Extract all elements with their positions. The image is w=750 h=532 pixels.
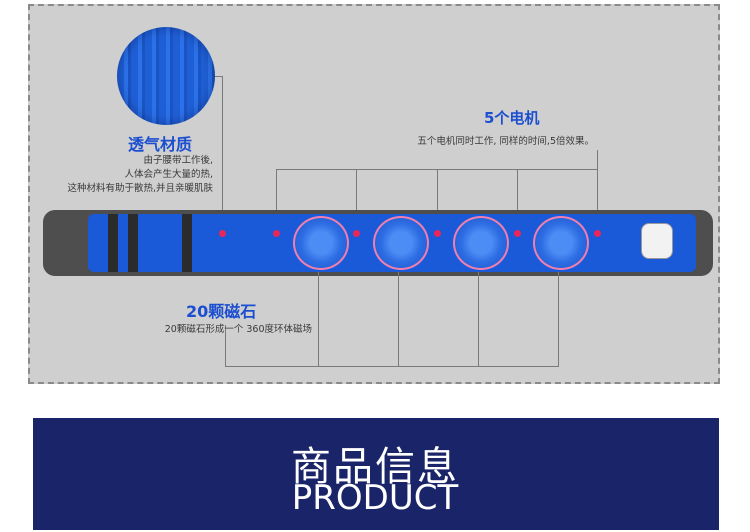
callout-line — [215, 76, 223, 77]
banner-title-en: PRODUCT — [291, 478, 459, 518]
motors-description: 五个电机同时工作, 同样的时间,5倍效果。 — [417, 136, 594, 147]
belt-strap — [182, 214, 192, 272]
motor-callout-line — [597, 150, 598, 217]
magnet-coil — [533, 216, 589, 270]
belt-control-unit — [641, 223, 673, 259]
motor-callout-line — [517, 169, 518, 217]
breathable-description: 由子腰带工作後, 人体会产生大量的热, 这种材料有助于散热,并且亲暖肌肤 — [30, 154, 213, 196]
breathable-title: 透气材质 — [128, 135, 193, 154]
magnet-callout-line — [318, 272, 319, 367]
magnet-callout-line — [225, 366, 559, 367]
motor-marker-dot — [594, 230, 601, 237]
belt-strap — [108, 214, 118, 272]
motors-title: 5个电机 — [484, 109, 540, 127]
magnet-callout-line — [558, 272, 559, 367]
motor-callout-line — [356, 169, 357, 217]
magnet-coil — [373, 216, 429, 270]
magnet-callout-line — [225, 325, 226, 367]
motor-marker-dot — [434, 230, 441, 237]
magnet-callout-line — [478, 272, 479, 367]
belt-strap — [128, 214, 138, 272]
magnets-description: 20颗磁石形成一个 360度环体磁场 — [164, 324, 312, 335]
breathable-line: 人体会产生大量的热, — [124, 169, 213, 180]
magnet-coil — [453, 216, 509, 270]
callout-line — [222, 76, 223, 216]
breathable-line: 由子腰带工作後, — [143, 155, 213, 166]
product-info-banner — [33, 418, 719, 530]
motor-marker-dot — [273, 230, 280, 237]
magnets-title: 20颗磁石 — [186, 302, 257, 321]
breathable-line: 这种材料有助于散热,并且亲暖肌肤 — [67, 183, 213, 194]
motor-marker-dot — [219, 230, 226, 237]
breathable-fabric-swatch — [117, 27, 215, 125]
motor-marker-dot — [353, 230, 360, 237]
motor-callout-line — [437, 169, 438, 217]
motor-marker-dot — [514, 230, 521, 237]
banner-title-cn: 商品信息 — [291, 444, 459, 490]
magnet-callout-line — [398, 272, 399, 367]
magnet-coil — [293, 216, 349, 270]
motor-callout-line — [276, 169, 277, 217]
